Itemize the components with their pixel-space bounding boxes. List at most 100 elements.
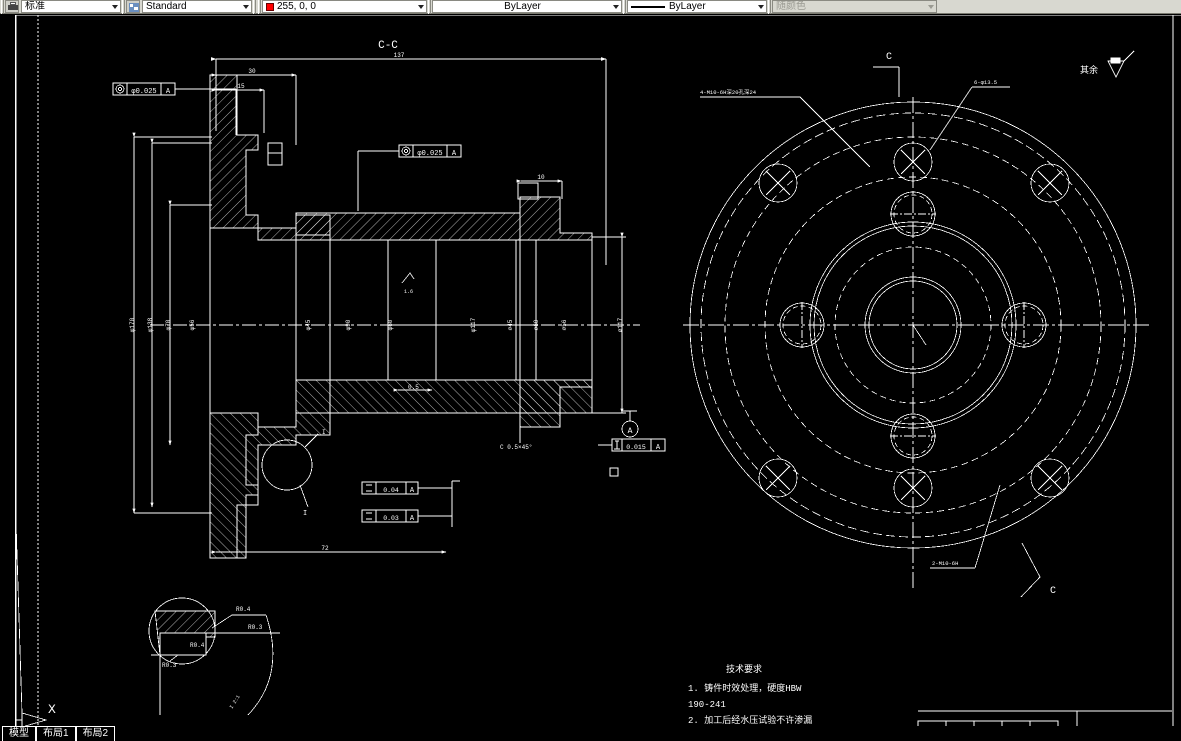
lineweight-value: ByLayer <box>669 1 706 12</box>
chevron-down-icon[interactable] <box>758 5 764 9</box>
technical-requirements-block: 技术要求 1. 铸件时效处理，硬度HBW 190-241 2. 加工后经水压试验… <box>688 663 812 726</box>
tab-model[interactable]: 模型 <box>2 726 36 741</box>
drawing-canvas[interactable]: C-C 137 30 15 φ0.025 A φ0.025 A <box>0 15 1181 726</box>
layout-tabs[interactable]: 模型 布局1 布局2 <box>2 726 116 741</box>
tech-req-line-3: 2. 加工后经水压试验不许渗漏 <box>688 714 812 726</box>
status-bar: 模型 布局1 布局2 <box>0 726 1181 741</box>
lineweight-combo[interactable]: ByLayer <box>627 0 767 13</box>
dimension-overall-length: 137 <box>394 52 405 59</box>
dimension-bottom: 72 <box>321 545 329 552</box>
tolerance-datum-4: A <box>410 487 415 495</box>
tab-layout1-label: 布局1 <box>43 728 69 739</box>
tolerance-datum-2: A <box>452 150 457 158</box>
tolerance-frame-4: 0.04 A <box>361 481 419 495</box>
tolerance-frame-3: 0.015 A <box>611 438 666 452</box>
tolerance-datum-1: A <box>166 88 171 96</box>
chevron-down-icon[interactable] <box>112 5 118 9</box>
dimension-step-b: 15 <box>237 83 245 90</box>
tolerance-value-2: φ0.025 <box>417 150 442 158</box>
toolbar-divider <box>768 0 771 14</box>
print-style-combo[interactable]: 标准 <box>21 0 121 13</box>
chevron-down-icon[interactable] <box>243 5 249 9</box>
annotation-m10-2: 2-M10-6H <box>932 560 958 567</box>
annotation-m10-2-leader: 2-M10-6H <box>930 484 1001 569</box>
annotation-m10-leader: 4-M10-6H深20孔深24 <box>700 88 871 168</box>
chevron-down-icon[interactable] <box>613 5 619 9</box>
bolt-hole-group-outer <box>758 142 1070 508</box>
color-swatch-icon <box>266 2 274 11</box>
roughness-mark-1: 1.6 <box>404 289 413 295</box>
print-style-value: 标准 <box>25 1 45 12</box>
chevron-down-icon[interactable] <box>418 5 424 9</box>
dimension-vertical-2: φ138 <box>147 317 154 332</box>
datum-feature-symbol: A <box>621 410 639 438</box>
toolbar-divider <box>253 0 256 14</box>
linetype-combo[interactable]: ByLayer <box>432 0 622 13</box>
linetype-value: ByLayer <box>504 1 541 12</box>
dimension-vertical-7: φ60 <box>387 319 394 330</box>
flange-front-view: C <box>683 52 1152 598</box>
chamfer-note: C 0.5×45° <box>500 444 532 451</box>
tech-req-line-2: 190-241 <box>688 700 726 710</box>
dimension-vertical-8: φ117 <box>470 317 477 332</box>
chevron-down-icon[interactable] <box>928 5 934 9</box>
tolerance-frame-2: φ0.025 A <box>398 144 462 158</box>
lineweight-sample-icon <box>631 5 665 8</box>
dimension-step-a: 30 <box>248 68 256 75</box>
dimension-vertical-9: ∅45 <box>507 319 514 330</box>
tab-model-label: 模型 <box>9 728 29 739</box>
tolerance-value-1: φ0.025 <box>131 88 156 96</box>
tab-layout2-label: 布局2 <box>82 728 109 739</box>
dimension-vertical-12: ∅117 <box>617 317 624 332</box>
section-letter-bottom: C <box>1050 586 1056 597</box>
annotation-thru-leader: 6-φ13.5 <box>929 79 1010 151</box>
tolerance-value-3: 0.015 <box>626 444 646 451</box>
annotation-m10: 4-M10-6H深20孔深24 <box>700 88 757 96</box>
dimension-vertical-6: φ90 <box>345 319 352 330</box>
section-letter-top: C <box>886 52 892 63</box>
left-border-strip <box>0 15 16 726</box>
color-combo[interactable]: 255, 0, 0 <box>262 0 427 13</box>
printer-icon[interactable] <box>5 0 19 13</box>
properties-toolbar: 标准 Standard 255, 0, 0 ByLayer ByLayer 随颜… <box>0 0 1181 14</box>
plotstyle-combo[interactable]: 随颜色 <box>772 0 937 13</box>
detail-radius-1: R0.4 <box>236 606 251 613</box>
dimension-vertical-11: ∅56 <box>561 319 568 330</box>
dimension-vertical-5: φ45 <box>305 319 312 330</box>
tech-req-heading: 技术要求 <box>726 663 762 675</box>
dimension-vertical-1: φ170 <box>129 317 136 332</box>
tolerance-value-5: 0.03 <box>383 515 399 522</box>
text-style-icon[interactable] <box>126 0 140 13</box>
toolbar-divider <box>1 0 4 14</box>
annotation-thru: 6-φ13.5 <box>974 79 997 86</box>
toolbar-divider <box>122 0 125 14</box>
tolerance-frame-5: 0.03 A <box>361 509 419 523</box>
plotstyle-value: 随颜色 <box>776 1 806 12</box>
toolbar-divider <box>623 0 626 14</box>
tolerance-value-4: 0.04 <box>383 487 399 494</box>
text-style-value: Standard <box>146 1 187 12</box>
surface-finish-note-group: 其余 <box>1080 50 1135 78</box>
tolerance-datum-5: A <box>410 515 415 523</box>
title-block: HT200 湖南理工大学 <box>917 710 1172 726</box>
detail-letter: I <box>303 510 307 518</box>
detail-callout-label: I <box>322 429 326 436</box>
datum-letter: A <box>628 427 633 436</box>
dimension-vertical-4: φ56 <box>189 319 196 330</box>
surface-finish-label: 其余 <box>1080 64 1098 76</box>
tolerance-frame-1: φ0.025 A <box>112 82 176 96</box>
detail-view-I: R0.4 R0.3 R0.4 R0.3 I 2:1 <box>148 597 280 716</box>
section-title-label: C-C <box>378 40 398 52</box>
color-value: 255, 0, 0 <box>277 1 316 12</box>
tech-req-line-1: 1. 铸件时效处理，硬度HBW <box>688 682 802 694</box>
ucs-x-axis-label: X <box>48 702 56 717</box>
ucs-x-label-text: X <box>48 702 56 717</box>
text-style-combo[interactable]: Standard <box>142 0 252 13</box>
dimension-vertical-10: ∅60 <box>533 319 540 330</box>
tab-layout1[interactable]: 布局1 <box>36 726 76 741</box>
tab-layout2[interactable]: 布局2 <box>75 726 116 741</box>
dimension-small-c: 0.5 <box>408 384 419 391</box>
detail-radius-3: R0.4 <box>190 642 205 649</box>
toolbar-divider <box>428 0 431 14</box>
detail-scale-label: I 2:1 <box>229 694 242 710</box>
